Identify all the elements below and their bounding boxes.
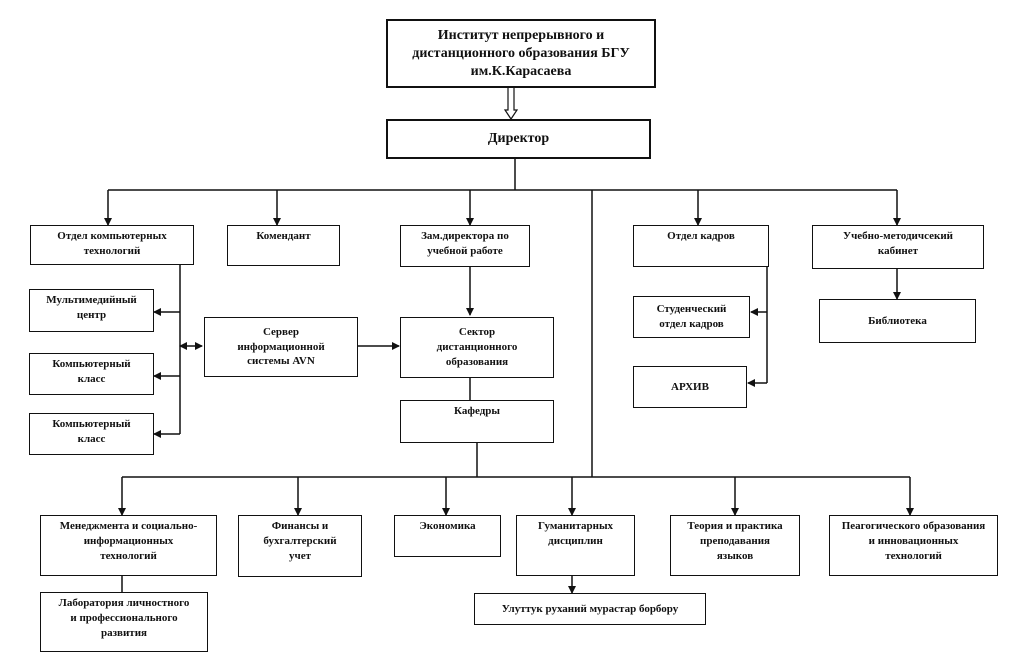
archive-box: АРХИВ bbox=[633, 366, 747, 408]
director-box: Директор bbox=[386, 119, 651, 159]
management-chair-box: Менеджмента и социально- информационных … bbox=[40, 515, 217, 576]
deputy-director-box: Зам.директора по учебной работе bbox=[400, 225, 530, 267]
languages-chair-box: Теория и практика преподавания языков bbox=[670, 515, 800, 576]
hr-department-box: Отдел кадров bbox=[633, 225, 769, 267]
computer-class-box: Компьютерный класс bbox=[29, 413, 154, 455]
computer-class-box: Компьютерный класс bbox=[29, 353, 154, 395]
economics-chair-box: Экономика bbox=[394, 515, 501, 557]
spiritual-heritage-center-box: Улуттук руханий мурастар борбору bbox=[474, 593, 706, 625]
personal-development-lab-box: Лаборатория личностного и профессиональн… bbox=[40, 592, 208, 652]
computer-tech-department-box: Отдел компьютерных технологий bbox=[30, 225, 194, 265]
humanities-chair-box: Гуманитарных дисциплин bbox=[516, 515, 635, 576]
avn-server-box: Сервер информационной системы AVN bbox=[204, 317, 358, 377]
student-hr-box: Студенческий отдел кадров bbox=[633, 296, 750, 338]
commandant-box: Комендант bbox=[227, 225, 340, 266]
institute-box: Институт непрерывного и дистанционного о… bbox=[386, 19, 656, 88]
multimedia-center-box: Мультимедийный центр bbox=[29, 289, 154, 332]
pedagogy-chair-box: Пеагогического образования и инновационн… bbox=[829, 515, 998, 576]
library-box: Библиотека bbox=[819, 299, 976, 343]
departments-box: Кафедры bbox=[400, 400, 554, 443]
methodical-office-box: Учебно-методичсекий кабинет bbox=[812, 225, 984, 269]
distance-education-sector-box: Сектор дистанционного образования bbox=[400, 317, 554, 378]
finance-chair-box: Финансы и бухгалтерский учет bbox=[238, 515, 362, 577]
